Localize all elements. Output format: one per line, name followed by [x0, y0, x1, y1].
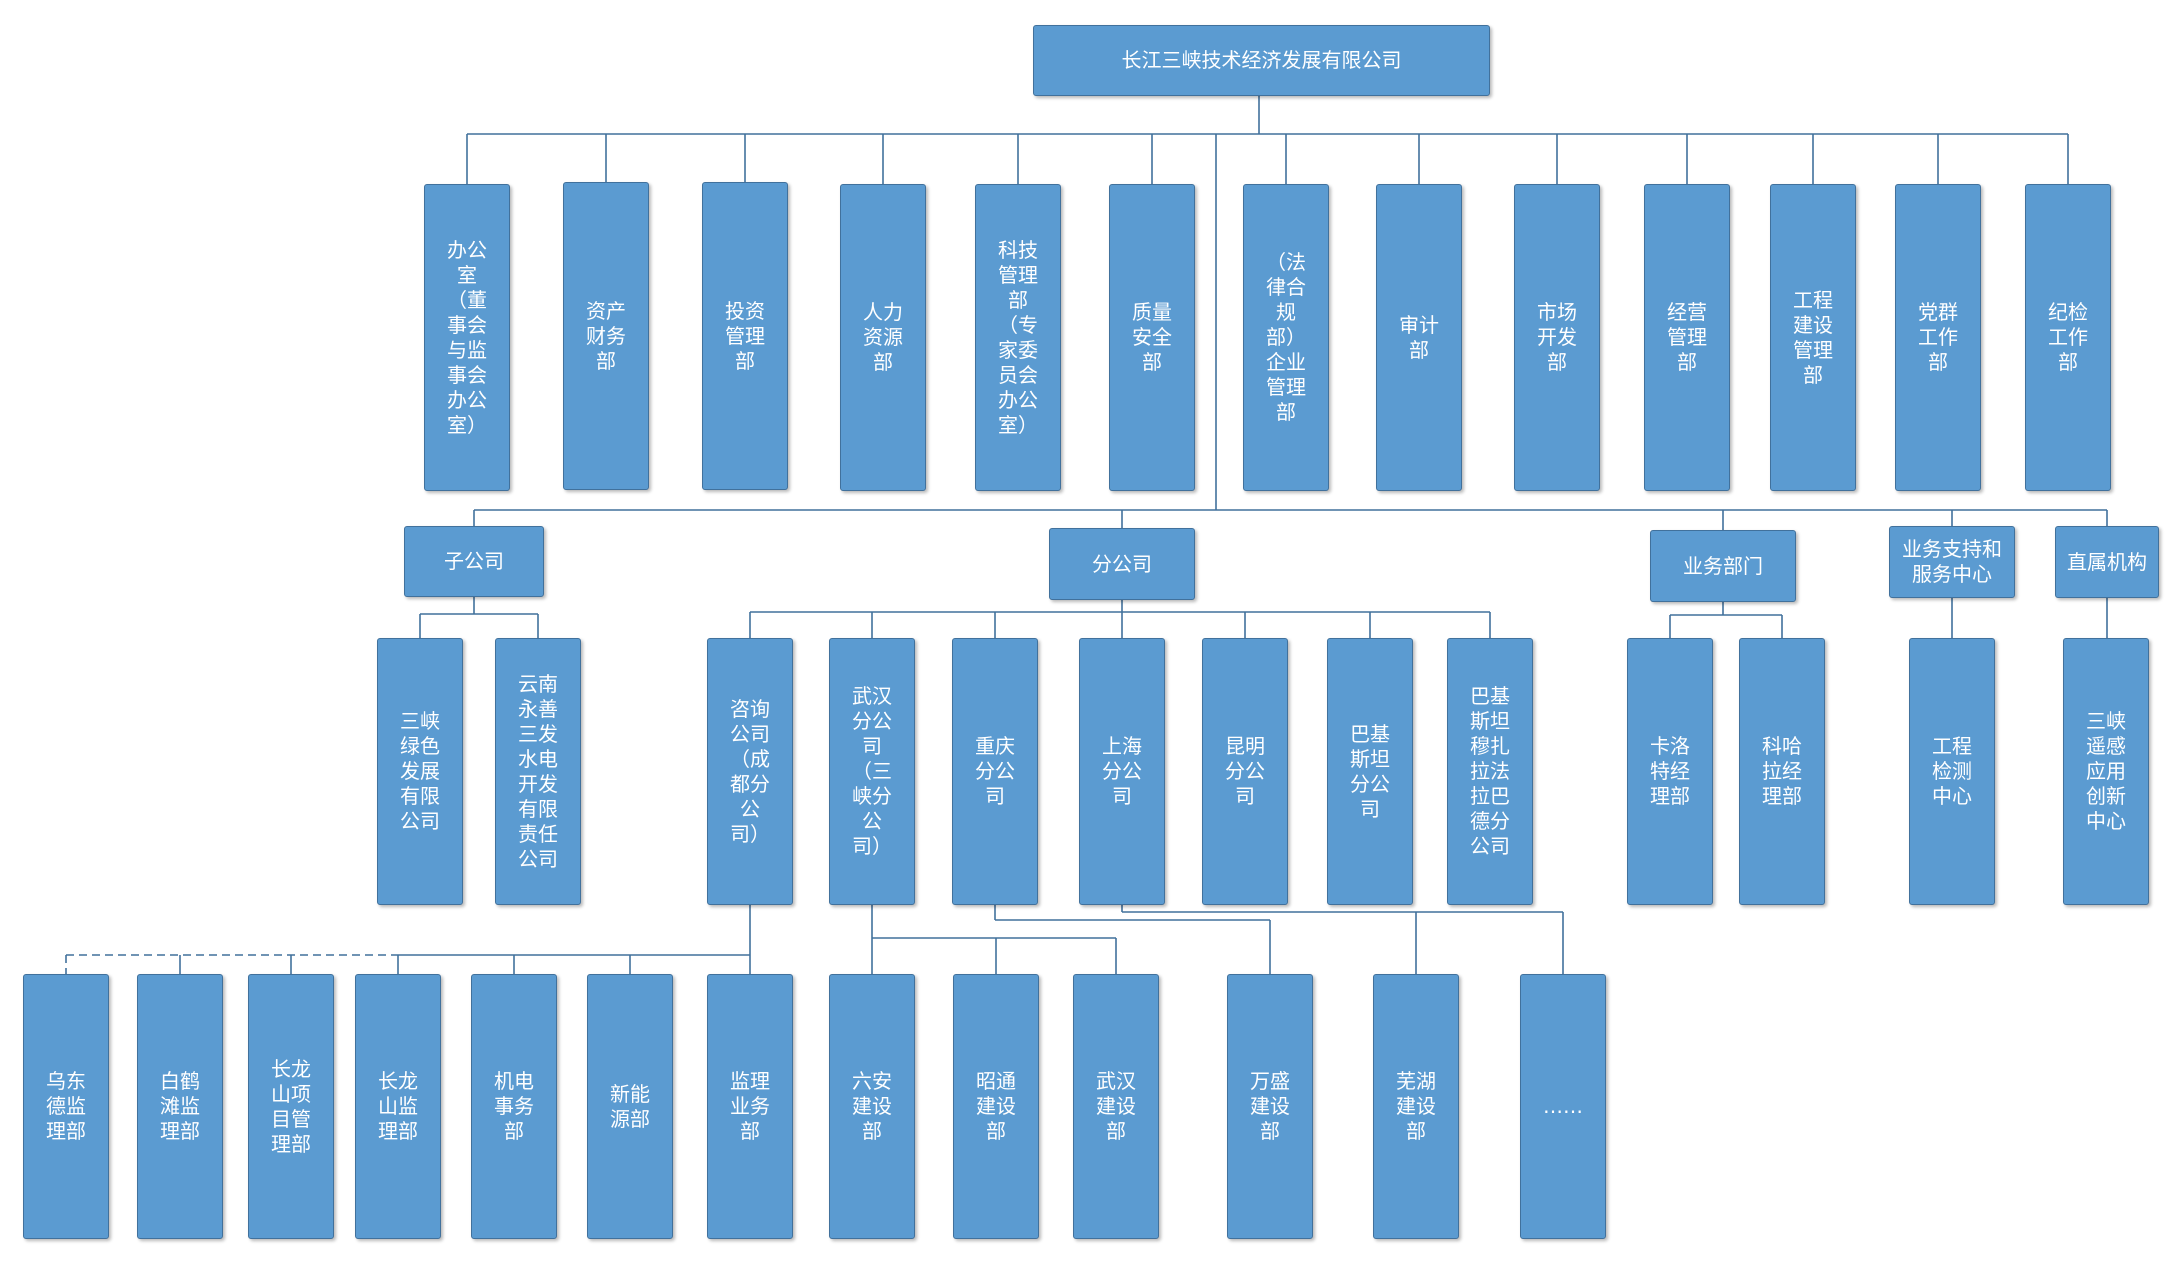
wuhan-unit-label: 昭通建设部 [976, 1069, 1016, 1143]
department-box: 人力资源部 [840, 184, 926, 491]
subsidiary-label: 云南永善三发水电开发有限责任公司 [518, 671, 558, 871]
branch-box: 巴基斯坦分公司 [1327, 638, 1413, 905]
wuhan-unit-label: 六安建设部 [852, 1069, 892, 1143]
direct-unit-label: 三峡遥感应用创新中心 [2086, 709, 2126, 833]
shanghai-unit-label: …… [1543, 1094, 1583, 1118]
branch-category-label: 分公司 [1092, 551, 1152, 576]
consulting-unit-box: 监理业务部 [707, 974, 793, 1239]
branch-label: 重庆分公司 [975, 734, 1015, 808]
subsidiary-category-label: 子公司 [444, 549, 504, 573]
consulting-unit-box: 长龙山监理部 [355, 974, 441, 1239]
consulting-unit-label: 监理业务部 [730, 1069, 770, 1143]
department-label: 质量安全部 [1132, 300, 1172, 374]
support-unit-label: 工程检测中心 [1932, 734, 1972, 808]
shanghai-unit-label: 芜湖建设部 [1396, 1069, 1436, 1143]
department-box: 工程建设管理部 [1770, 184, 1856, 491]
consulting-unit-label: 长龙山监理部 [378, 1069, 418, 1143]
department-label: 办公室（董事会与监事会办公室） [447, 237, 487, 437]
shanghai-unit-box: 万盛建设部 [1227, 974, 1313, 1239]
subsidiary-box: 云南永善三发水电开发有限责任公司 [495, 638, 581, 905]
branch-category-box: 分公司 [1049, 528, 1195, 600]
consulting-unit-box: 白鹤滩监理部 [137, 974, 223, 1239]
consulting-unit-box: 机电事务部 [471, 974, 557, 1239]
department-box: 市场开发部 [1514, 184, 1600, 491]
business-unit-box: 卡洛特经理部 [1627, 638, 1713, 905]
branch-box: 上海分公司 [1079, 638, 1165, 905]
support-category-box: 业务支持和服务中心 [1889, 526, 2015, 598]
department-label: （法律合规部）企业管理部 [1266, 250, 1306, 424]
consulting-unit-box: 长龙山项目管理部 [248, 974, 334, 1239]
department-label: 审计部 [1399, 312, 1439, 362]
branch-box: 昆明分公司 [1202, 638, 1288, 905]
subsidiary-box: 三峡绿色发展有限公司 [377, 638, 463, 905]
branch-box: 重庆分公司 [952, 638, 1038, 905]
branch-box: 咨询公司（成都分公司） [707, 638, 793, 905]
branch-label: 昆明分公司 [1225, 734, 1265, 808]
direct-unit-box: 三峡遥感应用创新中心 [2063, 638, 2149, 905]
business-unit-box: 科哈拉经理部 [1739, 638, 1825, 905]
department-label: 纪检工作部 [2048, 300, 2088, 374]
department-label: 科技管理部（专家委员会办公室） [998, 237, 1038, 437]
department-box: 经营管理部 [1644, 184, 1730, 491]
department-box: 审计部 [1376, 184, 1462, 491]
consulting-unit-label: 新能源部 [610, 1081, 650, 1131]
wuhan-unit-box: 六安建设部 [829, 974, 915, 1239]
business-category-label: 业务部门 [1683, 553, 1763, 578]
department-label: 市场开发部 [1537, 300, 1577, 374]
wuhan-unit-box: 武汉建设部 [1073, 974, 1159, 1239]
consulting-unit-label: 长龙山项目管理部 [271, 1056, 311, 1156]
department-box: 办公室（董事会与监事会办公室） [424, 184, 510, 491]
business-category-box: 业务部门 [1650, 530, 1796, 602]
branch-box: 武汉分公司（三峡分公司） [829, 638, 915, 905]
direct-category-box: 直属机构 [2055, 526, 2159, 598]
department-label: 经营管理部 [1667, 300, 1707, 374]
department-box: 资产财务部 [563, 182, 649, 490]
shanghai-unit-box: …… [1520, 974, 1606, 1239]
consulting-unit-box: 新能源部 [587, 974, 673, 1239]
branch-box: 巴基斯坦穆扎拉法拉巴德分公司 [1447, 638, 1533, 905]
shanghai-unit-box: 芜湖建设部 [1373, 974, 1459, 1239]
root-company-box: 长江三峡技术经济发展有限公司 [1033, 25, 1490, 96]
wuhan-unit-label: 武汉建设部 [1096, 1069, 1136, 1143]
branch-label: 巴基斯坦分公司 [1350, 721, 1390, 821]
department-box: 科技管理部（专家委员会办公室） [975, 184, 1061, 491]
shanghai-unit-label: 万盛建设部 [1250, 1069, 1290, 1143]
business-unit-label: 科哈拉经理部 [1762, 734, 1802, 808]
branch-label: 咨询公司（成都分公司） [730, 696, 770, 846]
department-label: 投资管理部 [725, 298, 765, 373]
branch-label: 巴基斯坦穆扎拉法拉巴德分公司 [1470, 684, 1510, 858]
department-label: 人力资源部 [863, 300, 903, 374]
root-company-label: 长江三峡技术经济发展有限公司 [1121, 48, 1402, 72]
department-box: （法律合规部）企业管理部 [1243, 184, 1329, 491]
consulting-unit-label: 乌东德监理部 [46, 1069, 86, 1143]
branch-label: 武汉分公司（三峡分公司） [852, 684, 892, 858]
department-label: 工程建设管理部 [1793, 287, 1833, 387]
department-label: 资产财务部 [586, 298, 626, 373]
consulting-unit-label: 白鹤滩监理部 [160, 1069, 200, 1143]
department-box: 质量安全部 [1109, 184, 1195, 491]
consulting-unit-label: 机电事务部 [494, 1069, 534, 1143]
support-category-label: 业务支持和服务中心 [1902, 537, 2002, 586]
subsidiary-category-box: 子公司 [404, 526, 544, 597]
department-box: 纪检工作部 [2025, 184, 2111, 491]
business-unit-label: 卡洛特经理部 [1650, 734, 1690, 808]
wuhan-unit-box: 昭通建设部 [953, 974, 1039, 1239]
subsidiary-label: 三峡绿色发展有限公司 [400, 709, 440, 833]
consulting-unit-box: 乌东德监理部 [23, 974, 109, 1239]
department-box: 党群工作部 [1895, 184, 1981, 491]
department-label: 党群工作部 [1918, 300, 1958, 374]
department-box: 投资管理部 [702, 182, 788, 490]
branch-label: 上海分公司 [1102, 734, 1142, 808]
support-unit-box: 工程检测中心 [1909, 638, 1995, 905]
direct-category-label: 直属机构 [2067, 549, 2147, 574]
